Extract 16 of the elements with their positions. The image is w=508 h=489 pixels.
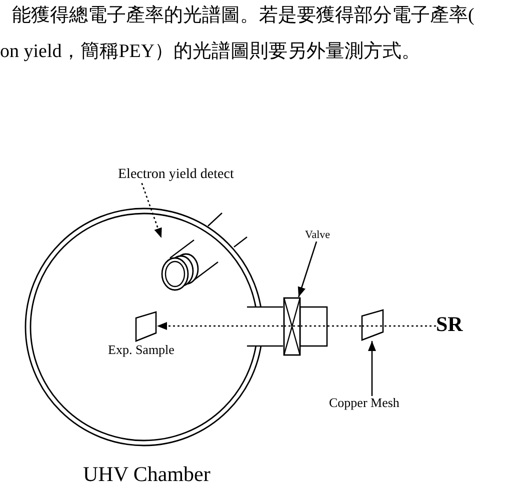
body-text: 能獲得總電子產率的光譜圖。若是要獲得部分電子產率( [12, 5, 474, 27]
valve-label: Valve [305, 229, 330, 242]
mesh-label: Copper Mesh [329, 396, 400, 411]
arrow [368, 341, 376, 396]
dotted-arrow [157, 322, 283, 330]
dotted-line [384, 325, 436, 327]
gate-valve [283, 297, 301, 356]
detector-label: Electron yield detect [118, 167, 234, 184]
sample-label: Exp. Sample [108, 343, 174, 358]
beam-label: SR [436, 312, 463, 336]
chamber-label: UHV Chamber [83, 462, 210, 486]
dotted-arrow [141, 182, 162, 238]
arrow [298, 241, 318, 298]
mesh-plate [361, 309, 384, 341]
body-text: on yield，簡稱PEY）的光譜圖則要另外量測方式。 [0, 41, 421, 63]
dotted-line [301, 325, 361, 327]
